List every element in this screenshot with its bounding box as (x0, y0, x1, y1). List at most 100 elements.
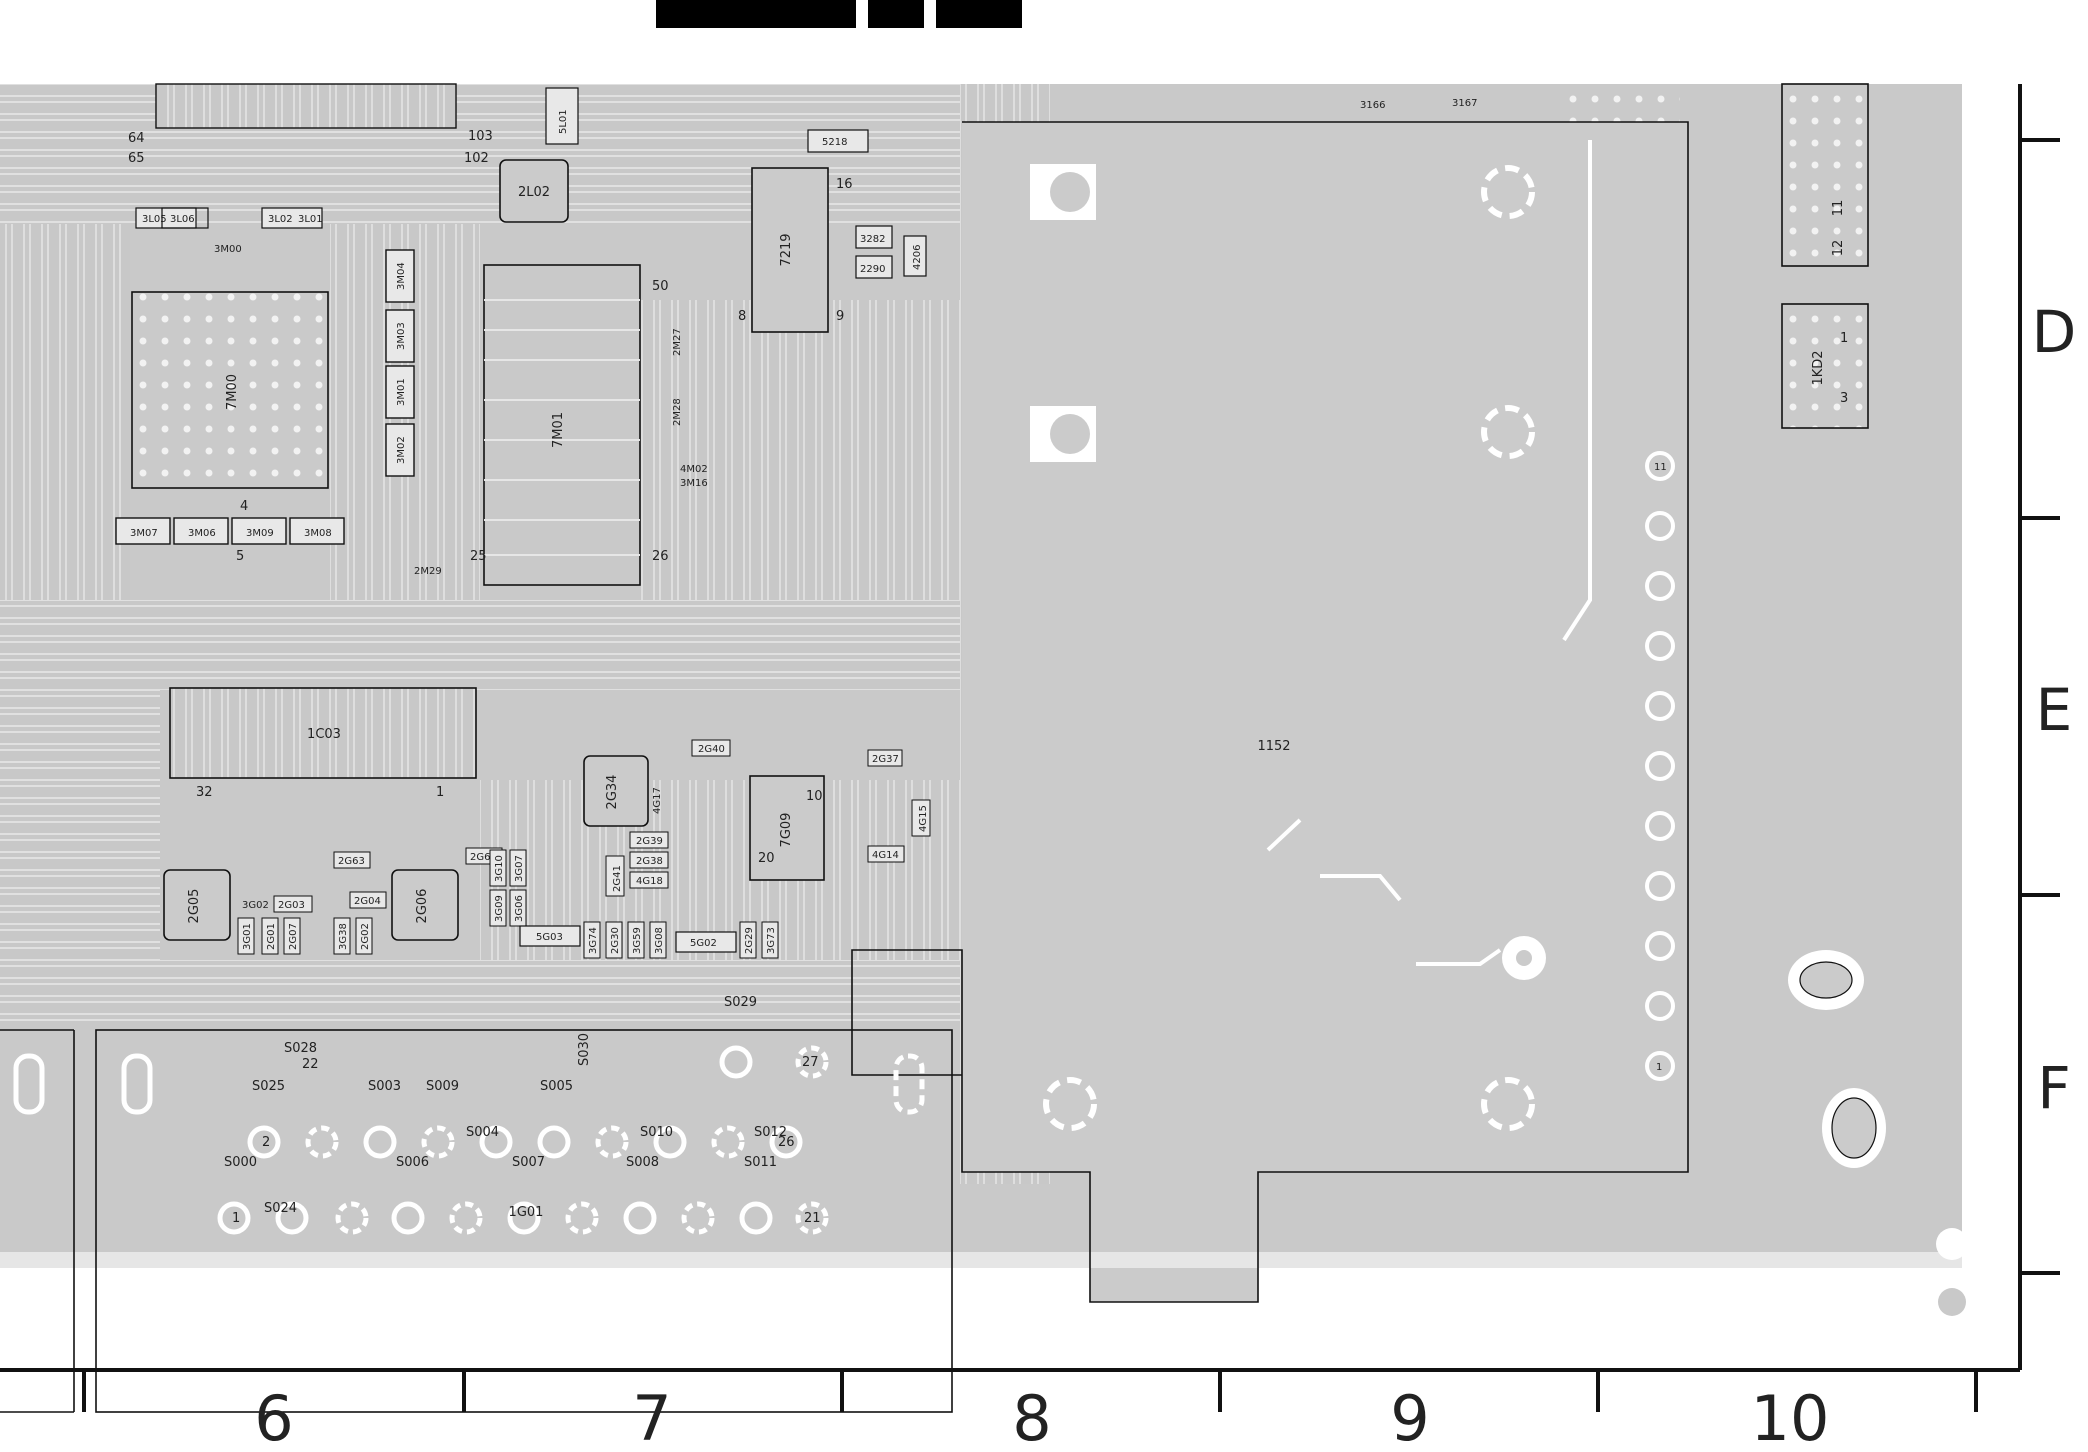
svg-text:65: 65 (128, 151, 145, 166)
grid-row-d: D (2032, 298, 2077, 366)
svg-text:S007: S007 (512, 1155, 545, 1170)
svg-text:S003: S003 (368, 1079, 401, 1094)
grid-col-9: 9 (1390, 1382, 1429, 1452)
svg-text:2G06: 2G06 (415, 889, 430, 924)
svg-text:5218: 5218 (822, 137, 847, 148)
header-bars (656, 0, 1022, 28)
svg-text:S012: S012 (754, 1125, 787, 1140)
svg-text:1KD2: 1KD2 (1811, 350, 1826, 385)
svg-text:S005: S005 (540, 1079, 573, 1094)
svg-text:7G09: 7G09 (779, 813, 794, 848)
shield-pads: 1152 (1030, 140, 1592, 1131)
grid-col-10: 10 (1751, 1382, 1830, 1452)
svg-text:2G39: 2G39 (636, 836, 663, 847)
smd-cluster: 2G40 2G37 4G17 2G39 2G38 4G18 2G41 4G14 … (237, 739, 931, 959)
svg-text:3M00: 3M00 (214, 244, 242, 255)
svg-text:10: 10 (806, 789, 823, 804)
svg-text:4G18: 4G18 (636, 876, 663, 887)
module-1152-label: 1152 (1257, 739, 1290, 754)
svg-text:11: 11 (1831, 200, 1846, 217)
cap-2g34: 2G34 (583, 755, 649, 827)
svg-text:3166: 3166 (1360, 100, 1385, 111)
connector-1kd2: 1KD2 1 3 (1781, 303, 1869, 429)
grid-row-e: E (2036, 676, 2073, 744)
svg-text:S010: S010 (640, 1125, 673, 1140)
svg-text:S004: S004 (466, 1125, 499, 1140)
svg-text:102: 102 (464, 151, 489, 166)
svg-text:3282: 3282 (860, 234, 885, 245)
svg-text:S009: S009 (426, 1079, 459, 1094)
cap-2g06: 2G06 (391, 869, 459, 941)
svg-text:2G05: 2G05 (187, 889, 202, 924)
svg-text:4206: 4206 (912, 245, 923, 270)
svg-text:3G10: 3G10 (494, 855, 505, 882)
svg-text:27: 27 (802, 1055, 819, 1070)
svg-text:7219: 7219 (779, 233, 794, 266)
svg-text:S006: S006 (396, 1155, 429, 1170)
svg-text:4G15: 4G15 (918, 805, 929, 832)
svg-text:4M02: 4M02 (680, 464, 708, 475)
svg-text:2G04: 2G04 (354, 896, 381, 907)
svg-text:2290: 2290 (860, 264, 885, 275)
svg-text:3M06: 3M06 (188, 528, 216, 539)
svg-text:1: 1 (1840, 331, 1848, 346)
grid-frame (0, 84, 2060, 1412)
svg-text:3: 3 (1840, 391, 1848, 406)
svg-text:3G07: 3G07 (514, 855, 525, 882)
svg-text:3G02: 3G02 (242, 900, 269, 911)
svg-text:3L01: 3L01 (298, 214, 323, 225)
svg-text:1C03: 1C03 (307, 727, 341, 742)
svg-text:3M01: 3M01 (396, 378, 407, 406)
svg-text:5L01: 5L01 (558, 109, 569, 134)
svg-text:2G07: 2G07 (288, 923, 299, 950)
svg-text:2M27: 2M27 (672, 328, 683, 356)
svg-text:S011: S011 (744, 1155, 777, 1170)
svg-text:3M08: 3M08 (304, 528, 332, 539)
svg-text:2G62: 2G62 (470, 852, 497, 863)
ic-7219: 7219 16 8 9 (738, 167, 853, 333)
svg-text:3M03: 3M03 (396, 322, 407, 350)
grid-row-labels: D E F (2032, 298, 2077, 1122)
top-labels: 64 65 103 102 5L01 3L05 3L06 3L02 3L01 3… (128, 83, 1477, 255)
grid-column-labels: 6 7 8 9 10 (254, 1382, 1829, 1452)
svg-text:S008: S008 (626, 1155, 659, 1170)
svg-text:3G06: 3G06 (514, 895, 525, 922)
svg-text:103: 103 (468, 129, 493, 144)
svg-text:2G41: 2G41 (612, 865, 623, 892)
svg-text:3L06: 3L06 (170, 214, 195, 225)
svg-text:1: 1 (1656, 1062, 1662, 1073)
svg-text:4: 4 (240, 499, 248, 514)
svg-text:25: 25 (470, 549, 487, 564)
svg-text:5: 5 (236, 549, 244, 564)
svg-text:3G09: 3G09 (494, 895, 505, 922)
grid-col-8: 8 (1012, 1382, 1051, 1452)
svg-text:2G34: 2G34 (605, 775, 620, 810)
svg-text:2M29: 2M29 (414, 566, 442, 577)
connector-1g01-pins (13, 1045, 925, 1235)
svg-text:7M01: 7M01 (551, 412, 566, 448)
svg-text:S029: S029 (724, 995, 757, 1010)
ic-7g09: 7G09 20 10 (749, 775, 825, 881)
svg-text:3L02: 3L02 (268, 214, 293, 225)
svg-text:32: 32 (196, 785, 213, 800)
pin-column-1152 (1645, 451, 1675, 1081)
grid-col-7: 7 (632, 1382, 671, 1452)
cap-2g05: 2G05 (163, 869, 231, 941)
svg-text:2G63: 2G63 (338, 856, 365, 867)
svg-text:S025: S025 (252, 1079, 285, 1094)
svg-text:3M02: 3M02 (396, 436, 407, 464)
svg-text:2G01: 2G01 (266, 923, 277, 950)
svg-text:S028: S028 (284, 1041, 317, 1056)
grid-row-f: F (2037, 1054, 2070, 1122)
svg-text:5G02: 5G02 (690, 938, 717, 949)
svg-text:2G02: 2G02 (360, 923, 371, 950)
svg-text:3M07: 3M07 (130, 528, 158, 539)
svg-text:3M04: 3M04 (396, 262, 407, 290)
svg-text:3167: 3167 (1452, 98, 1477, 109)
shield-outline (0, 121, 1689, 1413)
svg-text:3G01: 3G01 (242, 923, 253, 950)
svg-text:50: 50 (652, 279, 669, 294)
coil-2l02: 2L02 (499, 159, 569, 223)
svg-text:S000: S000 (224, 1155, 257, 1170)
